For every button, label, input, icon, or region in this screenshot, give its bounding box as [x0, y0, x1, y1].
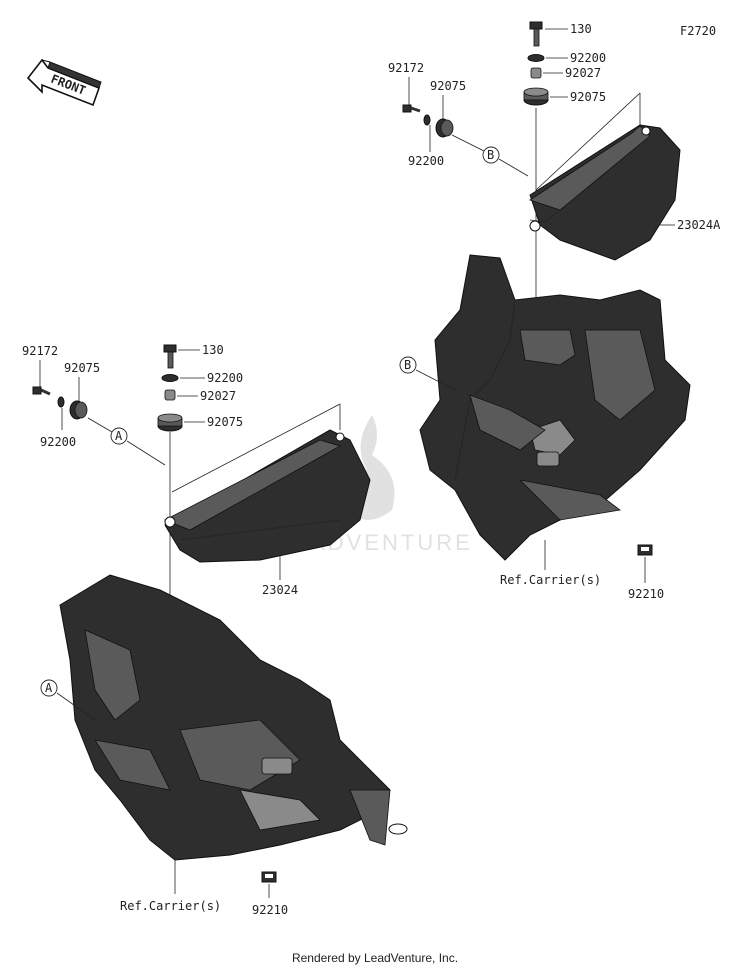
label-92075-left-top: 92075: [64, 361, 100, 375]
grommet-92075-left: [157, 413, 183, 432]
bolt-130-right: [529, 21, 543, 47]
collar-92027-left: [164, 389, 176, 401]
label-23024: 23024: [262, 583, 298, 597]
callout-a-top-label: A: [115, 429, 123, 443]
label-92172-right: 92172: [388, 61, 424, 75]
screw-92172-right: [402, 104, 421, 113]
label-92200-left: 92200: [207, 371, 243, 385]
right-assembly: 130 92200 92027 92075 92172 92075 922: [388, 21, 721, 601]
callout-a-top: [110, 427, 128, 445]
cover-23024: [164, 429, 371, 563]
figure-code: F2720: [680, 24, 716, 38]
grommet-92075-right: [523, 87, 549, 106]
label-92172-left: 92172: [22, 344, 58, 358]
washer-92200-right: [527, 54, 545, 62]
callout-a-bottom-label: A: [45, 681, 53, 695]
washer-side-right: [423, 114, 431, 126]
cover-23024A: [529, 124, 681, 261]
grommet-side-right: [435, 118, 454, 138]
callout-a-bottom: [40, 679, 58, 697]
body-panel-right: [419, 254, 691, 561]
label-92075-right-top: 92075: [430, 79, 466, 93]
footer-text: Rendered by LeadVenture, Inc.: [292, 951, 458, 965]
bolt-130-left: [163, 344, 177, 369]
washer-side-left: [57, 396, 65, 408]
label-92200-right-bottom: 92200: [408, 154, 444, 168]
label-23024A: 23024A: [677, 218, 721, 232]
left-assembly: 130 92200 92027 92075 92172 92075 92200: [22, 343, 408, 917]
label-92075-right: 92075: [570, 90, 606, 104]
label-92027-left: 92027: [200, 389, 236, 403]
label-92027-right: 92027: [565, 66, 601, 80]
callout-b-top: [482, 146, 500, 164]
label-92210-left: 92210: [252, 903, 288, 917]
front-arrow-icon: FRONT: [26, 58, 102, 107]
clip-92210-right: [637, 544, 653, 556]
screw-92172-left: [32, 386, 51, 396]
body-panel-left: [59, 574, 408, 861]
callout-b-bottom-label: B: [404, 358, 411, 372]
label-130-right: 130: [570, 22, 592, 36]
clip-92210-left: [261, 871, 277, 883]
washer-92200-left: [161, 374, 179, 382]
label-92210-right: 92210: [628, 587, 664, 601]
ref-carrier-right: Ref.Carrier(s): [500, 573, 601, 587]
ref-carrier-left: Ref.Carrier(s): [120, 899, 221, 913]
grommet-side-left: [69, 400, 88, 420]
callout-b-bottom: [399, 356, 417, 374]
label-92075-left: 92075: [207, 415, 243, 429]
label-92200-right: 92200: [570, 51, 606, 65]
collar-92027-right: [530, 67, 542, 79]
callout-b-top-label: B: [487, 148, 494, 162]
label-92200-left-bottom: 92200: [40, 435, 76, 449]
label-130-left: 130: [202, 343, 224, 357]
